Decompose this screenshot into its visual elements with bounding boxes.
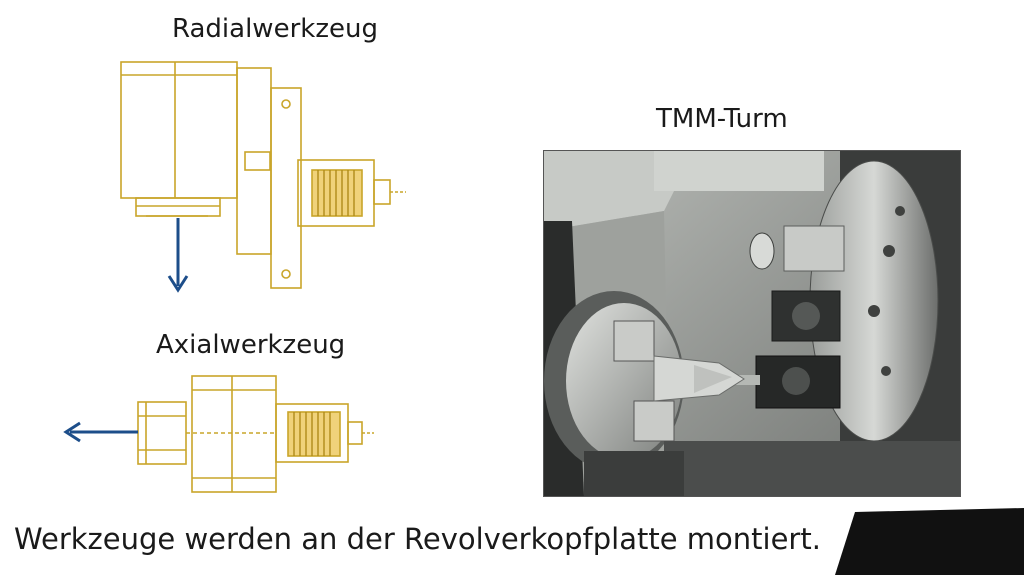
turret-photo	[543, 150, 961, 497]
turret-label: TMM-Turm	[656, 104, 788, 134]
turret-illustration	[544, 151, 960, 496]
radial-tool-drawing	[120, 61, 406, 293]
caption-text: Werkzeuge werden an der Revolverkopfplat…	[14, 522, 821, 556]
axial-tool-label: Axialwerkzeug	[156, 330, 346, 360]
axial-tool-drawing	[63, 375, 374, 493]
radial-tool-label: Radialwerkzeug	[172, 14, 378, 44]
